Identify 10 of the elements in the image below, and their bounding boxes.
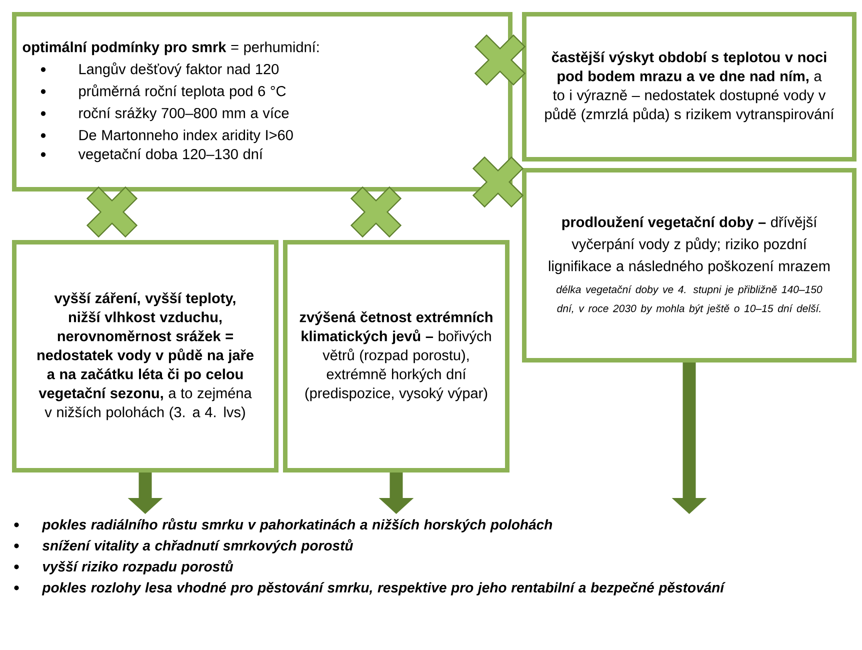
- node-label: snížení vitality a chřadnutí smrkových porostů: [42, 539, 354, 554]
- impact-box: zvýšená četnost extrémních klimatických jevů – bořivých větrů (rozpad porostu), extrémně horkých dní (predispozice, vysoký výpar): [283, 240, 510, 472]
- node-label: pokles radiálního růstu smrku v pahorkatinách a nižších horských polohách: [42, 518, 552, 532]
- node-label: pokles rozlohy lesa vhodné pro pěstování smrku, respektive pro jeho rentabilní a bezpečné pěstování: [42, 582, 726, 596]
- impact-box: vyšší záření, vyšší teploty, nižší vlhkost vzduchu, nerovnoměrnost srážek = nedostatek vody v půdě na jaře a na začátku léta či po celou vegetační sezonu, a to zejména v nižších polohách (3. a 4. lvs): [12, 240, 278, 472]
- condition-box: optimální podmínky pro smrk = perhumidní: Langův dešťový faktor nad 120 průměrná roční teplota pod 6 °C roční srážky 700–800 mm a více De Martonneho index aridity I>60 vegetační doba 120–130 dní: [12, 12, 512, 192]
- node-label: vyšší riziko rozpadu porostů: [42, 560, 234, 574]
- impact-box: prodloužení vegetační doby – dřívější vyčerpání vody z půdy; riziko pozdní lignifikace a následného poškození mrazem délka vegetační doby ve 4. stupni je přibližně 140–150 dní, v roce 2030 by mohla být ještě o 10–15 dní delší.: [522, 168, 856, 362]
- outcome-list: pokles radiálního růstu smrku v pahorkatinách a nižších horských polohách snížení vitality a chřadnutí smrkových porostů vyšší riziko rozpadu porostů pokles rozlohy lesa vhodné pro pěstování smrku, respektive pro jeho rentabilní a bezpečné pěstování: [14, 518, 726, 596]
- impact-box: častější výskyt období s teplotou v noci pod bodem mrazu a ve dne nad ním, a to i výrazně – nedostatek dostupné vody v půdě (zmrzlá půda) s rizikem vytranspirování: [522, 12, 856, 162]
